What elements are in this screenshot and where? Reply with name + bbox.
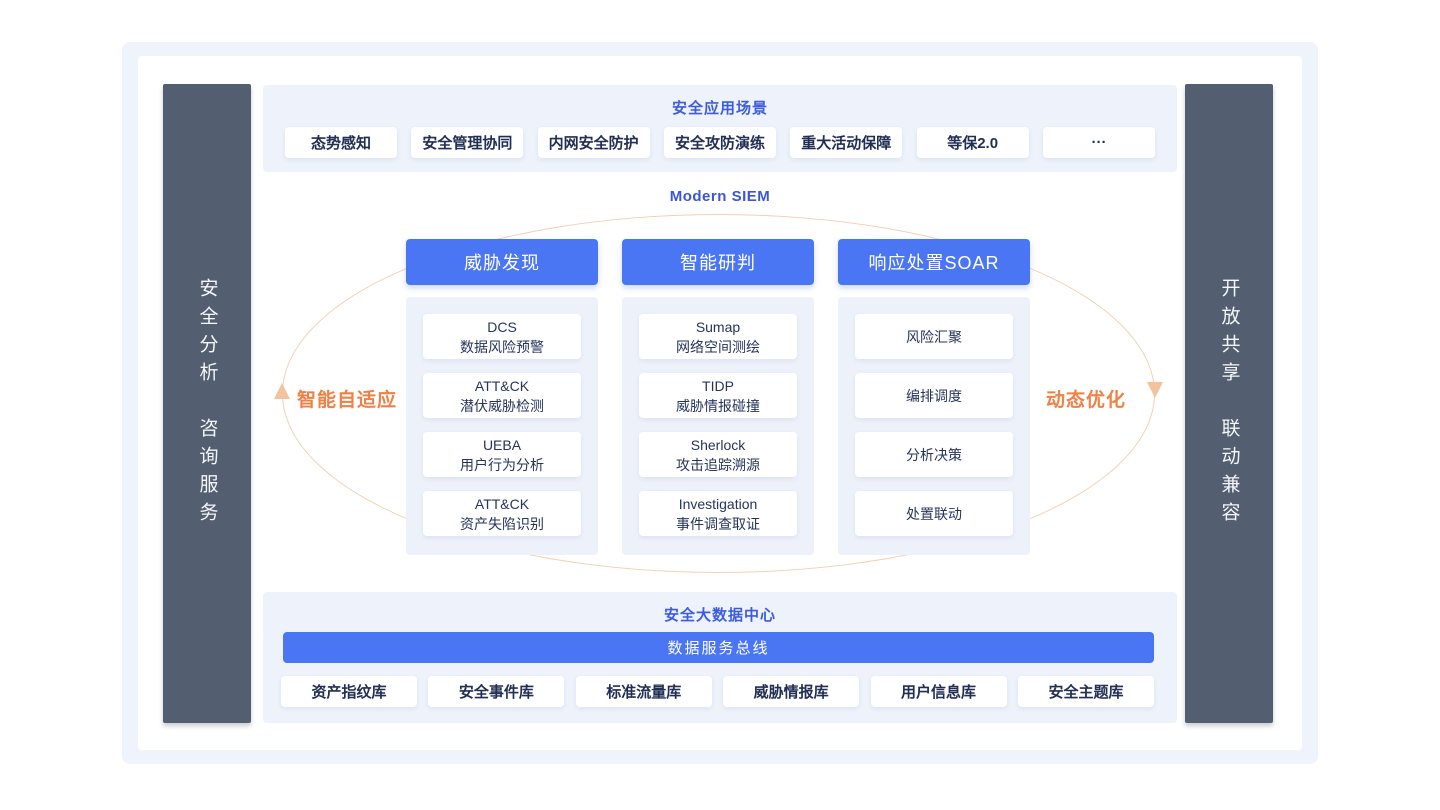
right-pillar-label-bottom: 联动兼容 (1218, 417, 1240, 530)
capability-card-disposal-linkage: 处置联动 (855, 491, 1013, 536)
left-pillar-label-top: 安全分析 (196, 277, 218, 390)
scenario-chip-dengbao-2: 等保2.0 (916, 127, 1029, 158)
card-line-zh: 攻击追踪溯源 (676, 456, 760, 473)
loop-label-adaptive: 智能自适应 (297, 390, 398, 411)
card-line-zh: 分析决策 (906, 446, 962, 463)
capability-card-dcs: DCS 数据风险预警 (423, 314, 581, 359)
card-line-zh: 事件调查取证 (676, 515, 760, 532)
scenarios-panel: 安全应用场景 态势感知 安全管理协同 内网安全防护 安全攻防演练 重大活动保障 … (263, 85, 1177, 172)
column-header-intelligent-analysis: 智能研判 (622, 239, 814, 285)
data-center-title: 安全大数据中心 (663, 607, 776, 624)
card-line-en: UEBA (482, 436, 522, 453)
capability-card-tidp: TIDP 威胁情报碰撞 (639, 373, 797, 418)
card-line-zh: 网络空间测绘 (676, 338, 760, 355)
db-threat-intelligence: 威胁情报库 (723, 676, 860, 707)
card-line-en: TIDP (702, 377, 734, 394)
scenarios-row: 态势感知 安全管理协同 内网安全防护 安全攻防演练 重大活动保障 等保2.0 ·… (285, 127, 1155, 158)
card-line-en: ATT&CK (474, 377, 530, 394)
scenario-chip-ellipsis: ··· (1042, 127, 1155, 158)
card-line-zh: 处置联动 (906, 505, 962, 522)
data-center-panel: 安全大数据中心 数据服务总线 资产指纹库 安全事件库 标准流量库 威胁情报库 用… (263, 592, 1177, 723)
database-row: 资产指纹库 安全事件库 标准流量库 威胁情报库 用户信息库 安全主题库 (281, 676, 1154, 707)
column-panel-threat-discovery: DCS 数据风险预警 ATT&CK 潜伏威胁检测 UEBA 用户行为分析 ATT… (406, 297, 598, 555)
capability-card-attck-latent-threat: ATT&CK 潜伏威胁检测 (423, 373, 581, 418)
card-line-zh: 数据风险预警 (460, 338, 544, 355)
db-asset-fingerprint: 资产指纹库 (281, 676, 417, 707)
card-line-zh: 编排调度 (906, 387, 962, 404)
card-line-en: Investigation (678, 495, 758, 512)
card-line-zh: 资产失陷识别 (460, 515, 544, 532)
db-security-topics: 安全主题库 (1017, 676, 1154, 707)
right-pillar-label-top: 开放共享 (1218, 277, 1240, 390)
left-pillar-security-analysis: 安全分析 咨询服务 (163, 84, 251, 723)
capability-card-investigation: Investigation 事件调查取证 (639, 491, 797, 536)
scenario-chip-attack-defense-drill: 安全攻防演练 (663, 127, 776, 158)
scenario-chip-major-event-assurance: 重大活动保障 (790, 127, 903, 158)
capability-card-sumap: Sumap 网络空间测绘 (639, 314, 797, 359)
db-user-info: 用户信息库 (870, 676, 1007, 707)
left-pillar-label-bottom: 咨询服务 (196, 417, 218, 530)
capability-card-risk-aggregation: 风险汇聚 (855, 314, 1013, 359)
column-header-response-soar: 响应处置SOAR (838, 239, 1030, 285)
capability-card-orchestration: 编排调度 (855, 373, 1013, 418)
card-line-zh: 风险汇聚 (906, 328, 962, 345)
db-standard-traffic: 标准流量库 (575, 676, 712, 707)
card-line-en: Sumap (695, 318, 741, 335)
scenarios-title: 安全应用场景 (671, 100, 768, 117)
siem-title: Modern SIEM (669, 188, 771, 205)
scenario-chip-security-management: 安全管理协同 (411, 127, 524, 158)
capability-card-attck-asset-compromise: ATT&CK 资产失陷识别 (423, 491, 581, 536)
column-panel-intelligent-analysis: Sumap 网络空间测绘 TIDP 威胁情报碰撞 Sherlock 攻击追踪溯源… (622, 297, 814, 555)
scenario-chip-intranet-protection: 内网安全防护 (537, 127, 650, 158)
capability-card-sherlock: Sherlock 攻击追踪溯源 (639, 432, 797, 477)
loop-arrow-down-icon (1147, 382, 1163, 398)
loop-arrow-up-icon (274, 383, 290, 399)
card-line-zh: 用户行为分析 (460, 456, 544, 473)
right-pillar-open-sharing: 开放共享 联动兼容 (1185, 84, 1273, 723)
card-line-zh: 潜伏威胁检测 (460, 397, 544, 414)
column-header-threat-discovery: 威胁发现 (406, 239, 598, 285)
db-security-events: 安全事件库 (428, 676, 565, 707)
data-service-bus: 数据服务总线 (283, 632, 1154, 663)
column-panel-response-soar: 风险汇聚 编排调度 分析决策 处置联动 (838, 297, 1030, 555)
capability-card-ueba: UEBA 用户行为分析 (423, 432, 581, 477)
card-line-en: Sherlock (690, 436, 746, 453)
card-line-en: DCS (487, 318, 517, 335)
loop-label-dynamic-optimization: 动态优化 (1046, 390, 1127, 411)
card-line-en: ATT&CK (474, 495, 530, 512)
capability-card-decision-analysis: 分析决策 (855, 432, 1013, 477)
card-line-zh: 威胁情报碰撞 (676, 397, 760, 414)
scenario-chip-situational-awareness: 态势感知 (285, 127, 397, 158)
